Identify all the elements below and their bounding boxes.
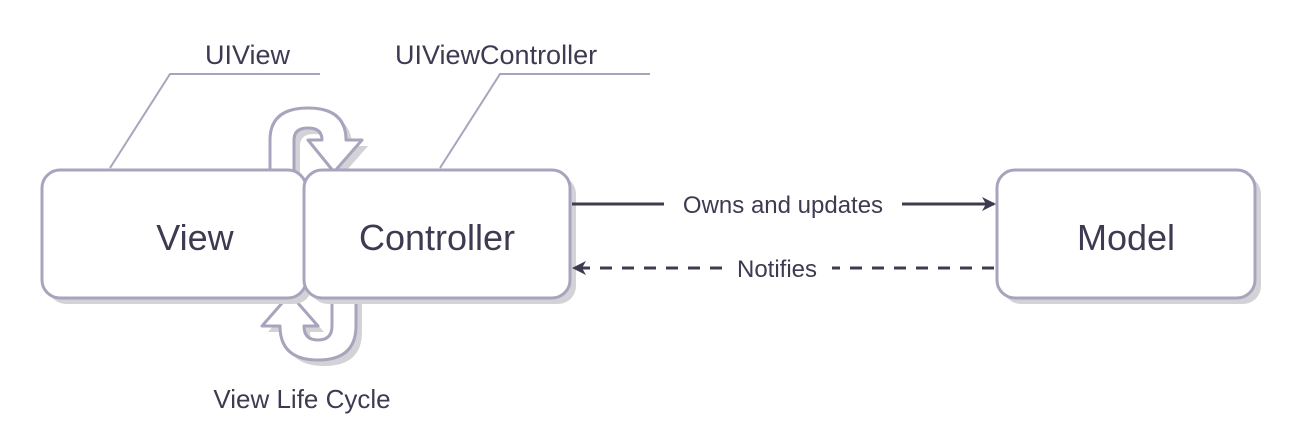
uiviewcontroller-label: UIViewController xyxy=(395,40,597,70)
controller-node: Controller xyxy=(302,168,576,304)
uiviewcontroller-callout: UIViewController xyxy=(395,40,650,169)
uiview-callout: UIView xyxy=(109,40,320,169)
lifecycle-top-arrow-icon xyxy=(268,106,368,182)
notifies-label: Notifies xyxy=(737,256,817,283)
owns-and-updates-label: Owns and updates xyxy=(683,192,883,219)
view-label: View xyxy=(156,217,234,258)
model-node: Model xyxy=(995,168,1261,304)
controller-label: Controller xyxy=(359,217,515,258)
view-node: View xyxy=(40,168,312,304)
notifies-edge: Notifies xyxy=(572,256,994,283)
lifecycle-bottom-arrow-icon xyxy=(260,292,362,366)
owns-and-updates-edge: Owns and updates xyxy=(572,192,996,219)
uiview-label: UIView xyxy=(205,40,291,70)
view-life-cycle-label: View Life Cycle xyxy=(213,384,390,414)
model-label: Model xyxy=(1077,217,1175,258)
